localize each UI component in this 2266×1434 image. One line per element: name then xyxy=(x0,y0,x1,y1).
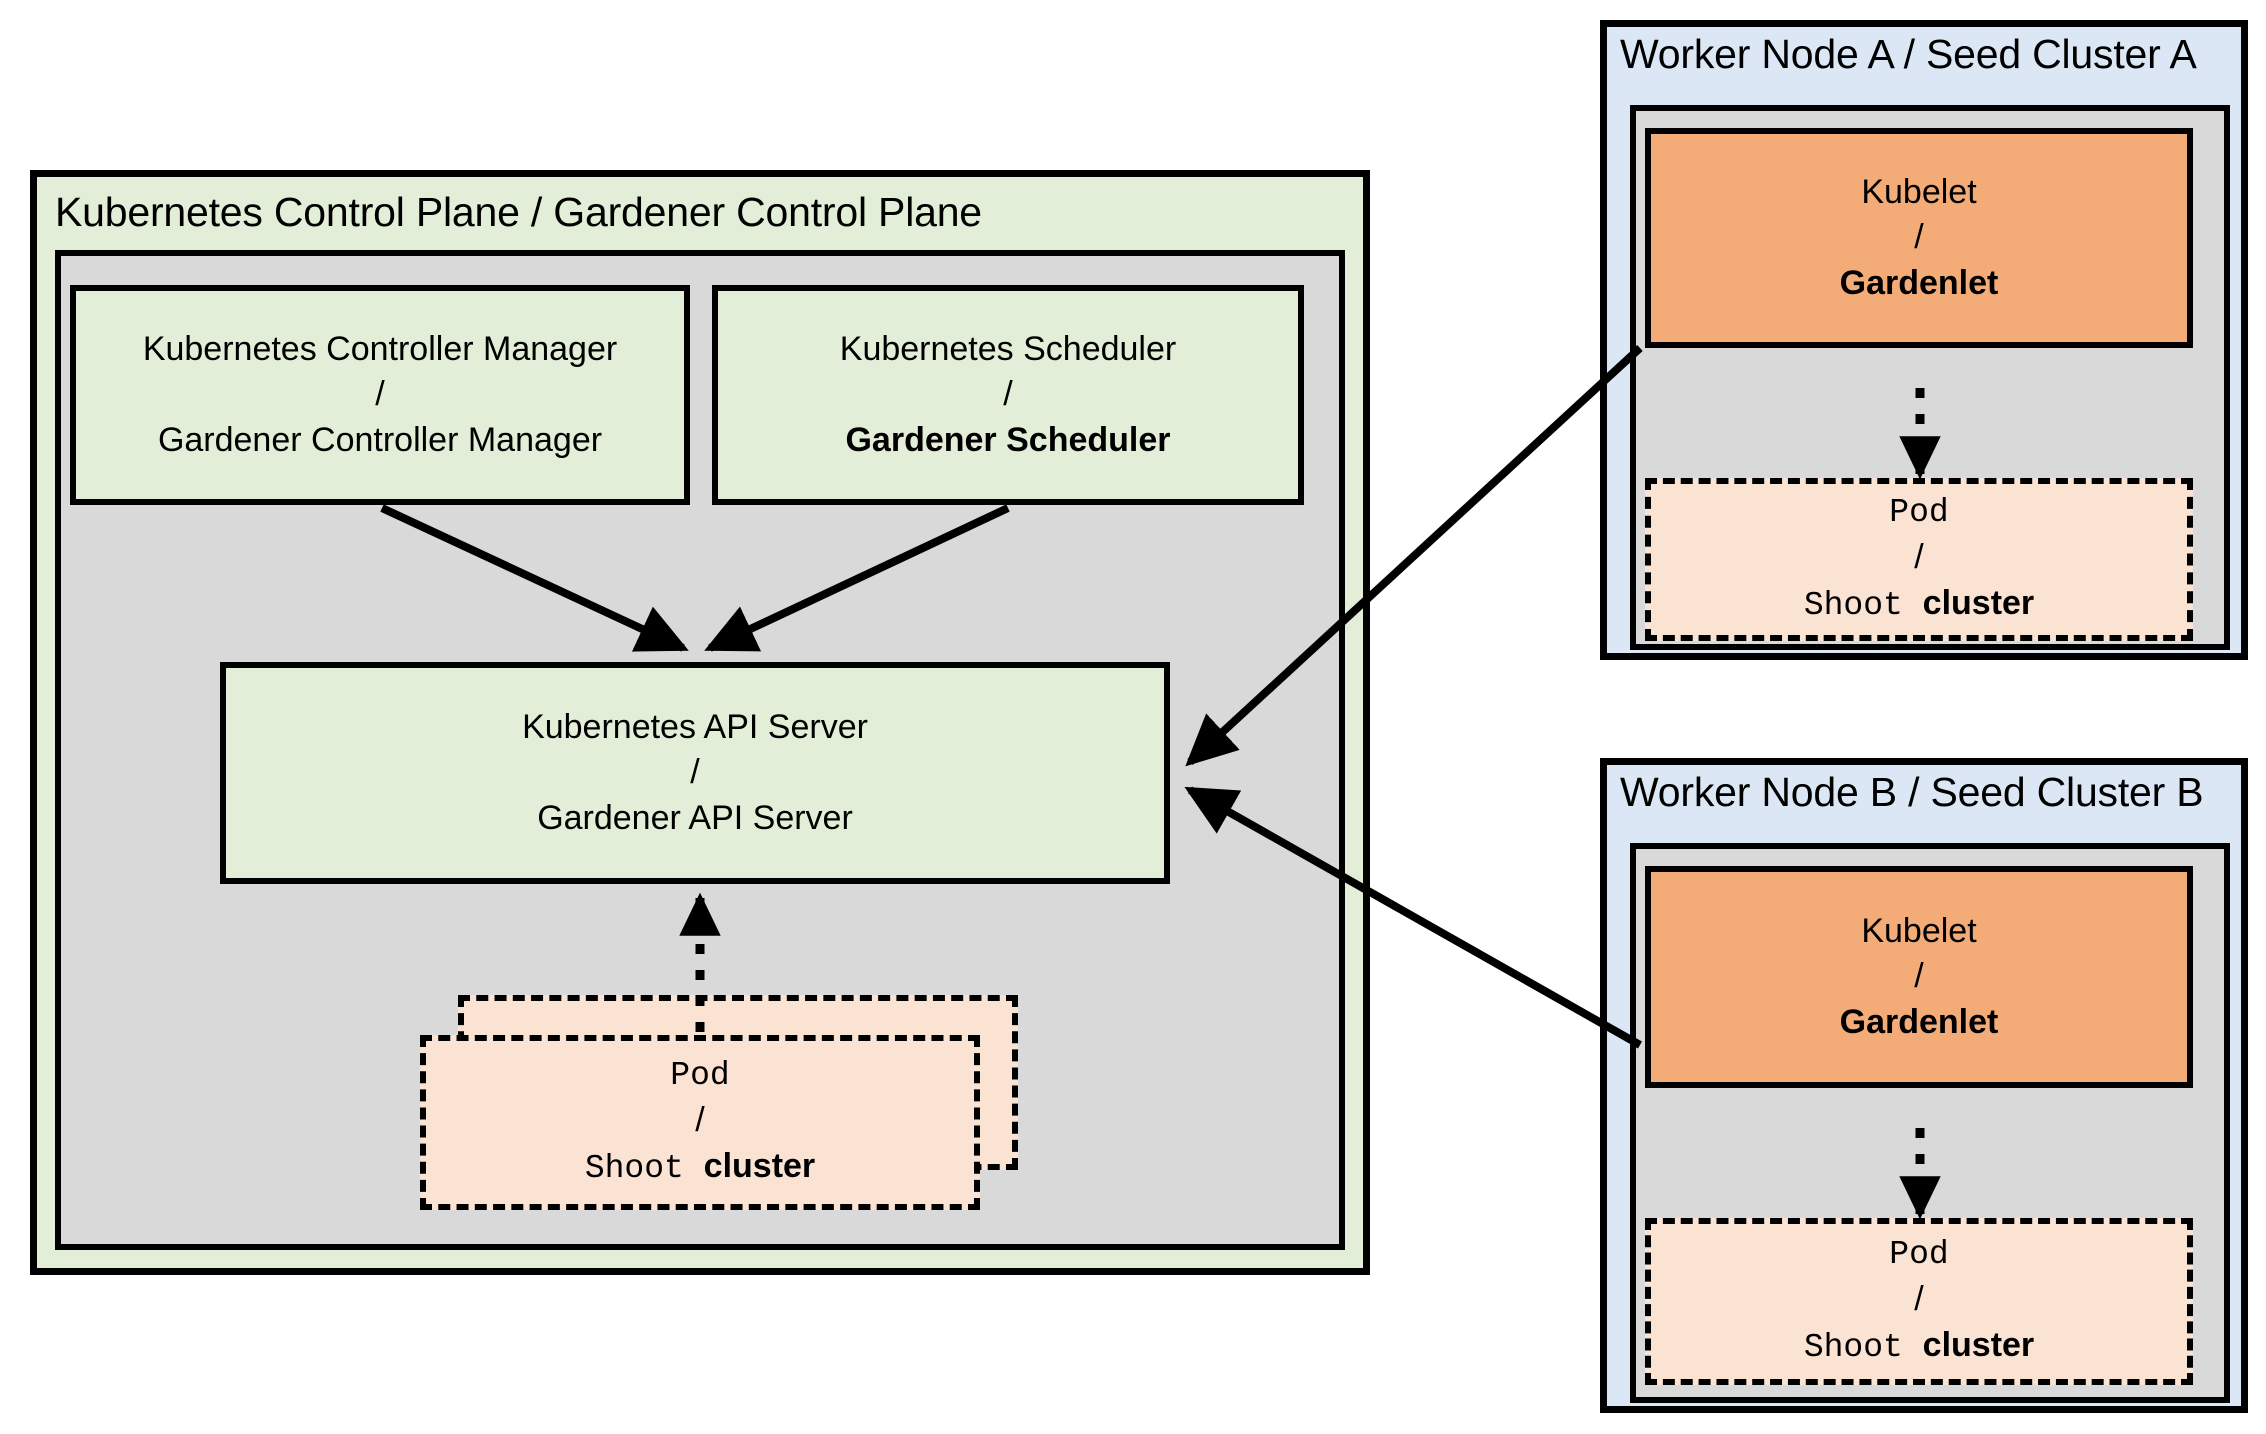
component-controller-manager[interactable]: Kubernetes Controller Manager / Gardener… xyxy=(70,285,690,505)
worker-node-a-pod-line2: Shoot cluster xyxy=(1804,581,2034,629)
scheduler-line1: Kubernetes Scheduler xyxy=(839,330,1177,369)
worker-node-a-kubelet[interactable]: Kubelet / Gardenlet xyxy=(1645,128,2193,348)
worker-node-a-pod-separator: / xyxy=(1914,538,1924,577)
control-plane-title: Kubernetes Control Plane / Gardener Cont… xyxy=(55,189,982,235)
worker-node-b-kubelet[interactable]: Kubelet / Gardenlet xyxy=(1645,866,2193,1088)
component-api-server[interactable]: Kubernetes API Server / Gardener API Ser… xyxy=(220,662,1170,884)
controller-manager-separator: / xyxy=(375,375,385,414)
worker-node-b-pod-line2-bold: cluster xyxy=(1922,1325,2035,1364)
worker-node-a-pod[interactable]: Pod / Shoot cluster xyxy=(1645,478,2193,641)
worker-node-a-pod-line2-mono: Shoot xyxy=(1803,586,1923,624)
controller-manager-line2: Gardener Controller Manager xyxy=(157,420,603,459)
scheduler-separator: / xyxy=(1003,375,1013,414)
worker-node-b-pod-separator: / xyxy=(1914,1280,1924,1319)
worker-node-b-kubelet-line2: Gardenlet xyxy=(1839,1002,1999,1041)
api-server-line1: Kubernetes API Server xyxy=(522,708,868,747)
worker-node-a-pod-line1: Pod xyxy=(1889,493,1949,531)
worker-node-b-title: Worker Node B / Seed Cluster B xyxy=(1620,769,2204,815)
worker-node-a-pod-line2-bold: cluster xyxy=(1922,583,2035,622)
control-plane-pod-line2-mono: Shoot xyxy=(584,1149,704,1187)
worker-node-a-kubelet-line2: Gardenlet xyxy=(1839,263,1999,302)
worker-node-a-kubelet-line1: Kubelet xyxy=(1861,173,1977,212)
scheduler-line2: Gardener Scheduler xyxy=(845,420,1171,459)
api-server-separator: / xyxy=(690,753,700,792)
control-plane-pod[interactable]: Pod / Shoot cluster xyxy=(420,1035,980,1210)
worker-node-a-kubelet-separator: / xyxy=(1914,218,1924,257)
worker-node-b-pod-line1: Pod xyxy=(1889,1235,1949,1273)
component-scheduler[interactable]: Kubernetes Scheduler / Gardener Schedule… xyxy=(712,285,1304,505)
controller-manager-line1: Kubernetes Controller Manager xyxy=(142,330,618,369)
worker-node-b-kubelet-line1: Kubelet xyxy=(1861,912,1977,951)
worker-node-b-pod-line2-mono: Shoot xyxy=(1803,1328,1923,1366)
worker-node-b-kubelet-separator: / xyxy=(1914,957,1924,996)
control-plane-pod-line1: Pod xyxy=(670,1056,730,1094)
worker-node-b-pod[interactable]: Pod / Shoot cluster xyxy=(1645,1218,2193,1385)
control-plane-pod-line2-bold: cluster xyxy=(703,1146,816,1185)
api-server-line2: Gardener API Server xyxy=(537,798,853,837)
control-plane-pod-line2: Shoot cluster xyxy=(585,1144,815,1192)
worker-node-a-title: Worker Node A / Seed Cluster A xyxy=(1620,31,2197,77)
control-plane-pod-separator: / xyxy=(695,1101,705,1140)
worker-node-b-pod-line2: Shoot cluster xyxy=(1804,1323,2034,1371)
